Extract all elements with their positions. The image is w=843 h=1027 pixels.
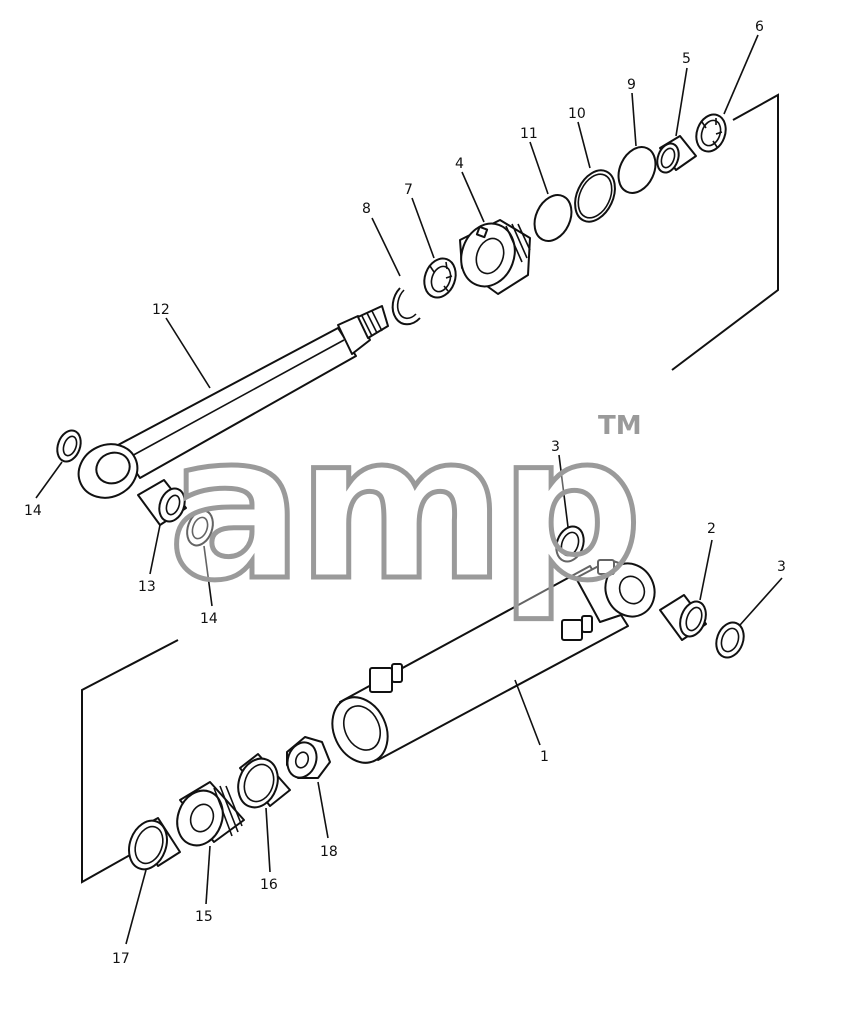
leader-12 [165, 317, 211, 389]
dust-seal-left [56, 429, 82, 463]
leader-3a [558, 454, 569, 528]
o-ring-11 [533, 194, 573, 242]
watermark-logo: amp [168, 392, 637, 625]
piston-rod [77, 305, 389, 499]
leader-17 [125, 869, 147, 945]
callout-18: 18 [320, 844, 338, 860]
callout-labels: 1 2 3 3 4 5 6 7 8 9 10 11 12 13 14 14 15… [24, 19, 786, 967]
leader-5 [675, 67, 688, 137]
cylinder-dust-seal-right [715, 621, 745, 659]
leader-6 [723, 34, 759, 115]
callout-13: 13 [138, 579, 156, 595]
callout-15: 15 [195, 909, 213, 925]
leader-2 [699, 539, 713, 601]
callout-8: 8 [362, 201, 371, 217]
callout-11: 11 [520, 126, 538, 142]
snap-ring [391, 287, 421, 326]
rod-bushing [137, 479, 187, 526]
callout-16: 16 [260, 877, 278, 893]
callout-17: 17 [112, 951, 130, 967]
leader-15 [205, 845, 211, 905]
piston-ring [237, 753, 291, 809]
head-bearing [423, 257, 457, 299]
callout-9: 9 [627, 77, 636, 93]
backup-ring [574, 169, 616, 223]
piston [176, 781, 245, 847]
upper-group-bracket [671, 93, 779, 371]
callout-6: 6 [755, 19, 764, 35]
cylinder-head [459, 219, 531, 295]
callout-1: 1 [540, 749, 549, 765]
leader-1 [514, 679, 541, 746]
leader-lines [35, 34, 783, 945]
o-ring-9 [617, 146, 657, 194]
callout-2: 2 [707, 521, 716, 537]
callout-4: 4 [455, 156, 464, 172]
cylinder-bushing [659, 594, 707, 641]
cylinder-dust-seal-upper [555, 525, 585, 563]
callout-10: 10 [568, 106, 586, 122]
leader-10 [577, 121, 591, 169]
watermark-tm: TM [598, 411, 642, 441]
callout-3-upper: 3 [551, 439, 560, 455]
leader-9 [631, 92, 637, 147]
leader-3b [739, 577, 783, 626]
leader-7 [411, 197, 435, 259]
cylinder-tube [331, 559, 656, 764]
piston-nut [286, 736, 331, 779]
leader-13 [149, 524, 161, 575]
leader-14b [203, 545, 213, 607]
callout-14-right: 14 [200, 611, 218, 627]
leader-16 [265, 807, 271, 873]
head-bushing [656, 135, 697, 174]
leader-14a [35, 461, 63, 499]
leader-18 [317, 781, 329, 839]
wear-ring [128, 817, 181, 871]
lower-group-bracket [81, 639, 179, 884]
leader-8 [371, 217, 401, 277]
callout-5: 5 [682, 51, 691, 67]
head-dust-seal [695, 113, 727, 153]
watermark: amp TM [166, 390, 646, 628]
dust-seal-right [186, 509, 214, 547]
callout-3-right: 3 [777, 559, 786, 575]
callout-7: 7 [404, 182, 413, 198]
callout-14-left: 14 [24, 503, 42, 519]
callout-12: 12 [152, 302, 170, 318]
leader-11 [529, 141, 549, 195]
leader-4 [461, 171, 485, 223]
